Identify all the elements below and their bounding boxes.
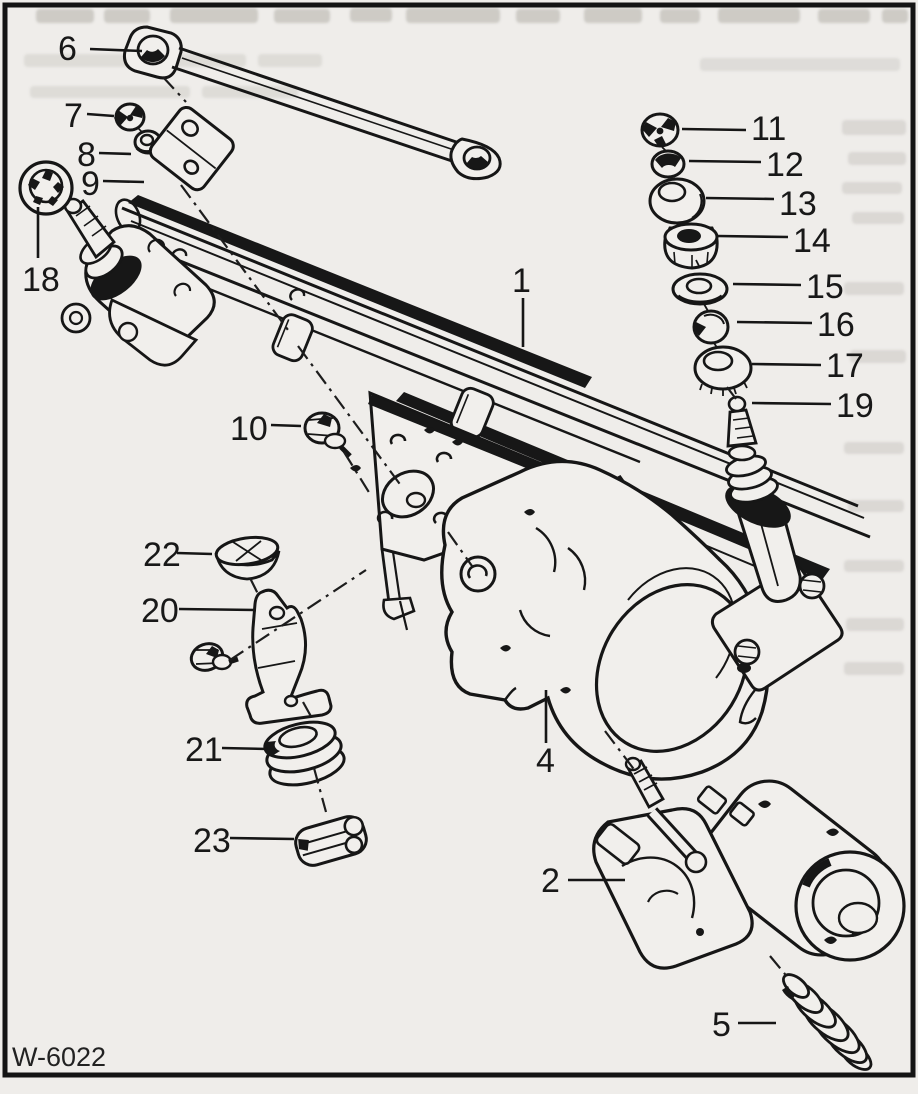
callout-13: 13 <box>779 185 817 223</box>
callout-4: 4 <box>536 742 555 780</box>
callout-14: 14 <box>793 222 831 260</box>
part-21-grommet <box>263 720 346 787</box>
fastener-stack <box>640 112 753 396</box>
callout-16: 16 <box>817 306 855 344</box>
part-17-grommet-bushing <box>693 345 753 396</box>
figure-border <box>2 2 916 1078</box>
figure-code: W-6022 <box>12 1042 106 1072</box>
part-5-rubber-boot <box>782 973 873 1071</box>
callout-19: 19 <box>836 387 874 425</box>
callout-15: 15 <box>806 268 844 306</box>
part-7-nut <box>114 102 146 134</box>
mounting-plate <box>350 390 628 631</box>
part-4-cover <box>440 459 770 781</box>
callout-9: 9 <box>81 165 100 203</box>
part-22-cap <box>214 535 281 581</box>
callout-10: 10 <box>230 410 268 448</box>
part-16-spacer-nut <box>692 309 730 345</box>
part-18-cap-nut <box>18 160 74 216</box>
right-pivot-assembly <box>710 395 844 725</box>
left-pivot-assembly <box>60 197 216 367</box>
callout-21: 21 <box>185 731 223 769</box>
part-11-nut <box>640 112 680 148</box>
part-12-nut <box>650 149 686 179</box>
part-15-washer <box>671 272 729 306</box>
callout-1: 1 <box>512 262 531 300</box>
callout-8: 8 <box>77 136 96 174</box>
part-19-shaft-tip <box>727 395 747 413</box>
part-23-clip <box>294 815 368 867</box>
callout-7: 7 <box>64 97 83 135</box>
callout-20: 20 <box>141 592 179 630</box>
part-13-bushing <box>648 177 706 225</box>
callout-leaders <box>36 47 832 1025</box>
callout-17: 17 <box>826 347 864 385</box>
assembly-axes <box>162 76 790 980</box>
part-20-bracket <box>245 588 333 725</box>
callout-12: 12 <box>766 146 804 184</box>
callout-22: 22 <box>143 536 181 574</box>
part-2-wiper-motor <box>592 756 906 970</box>
callout-6: 6 <box>58 30 77 68</box>
callout-5: 5 <box>712 1006 731 1044</box>
part-10-bolt <box>303 411 352 458</box>
callout-11: 11 <box>751 110 786 148</box>
callout-23: 23 <box>193 822 231 860</box>
callout-18: 18 <box>22 261 60 299</box>
part-6-track-rod <box>123 25 502 181</box>
part-14-flange-nut <box>663 222 719 270</box>
part-20-bolt <box>189 642 239 672</box>
callout-2: 2 <box>541 862 560 900</box>
part-9-bracket <box>148 105 235 192</box>
